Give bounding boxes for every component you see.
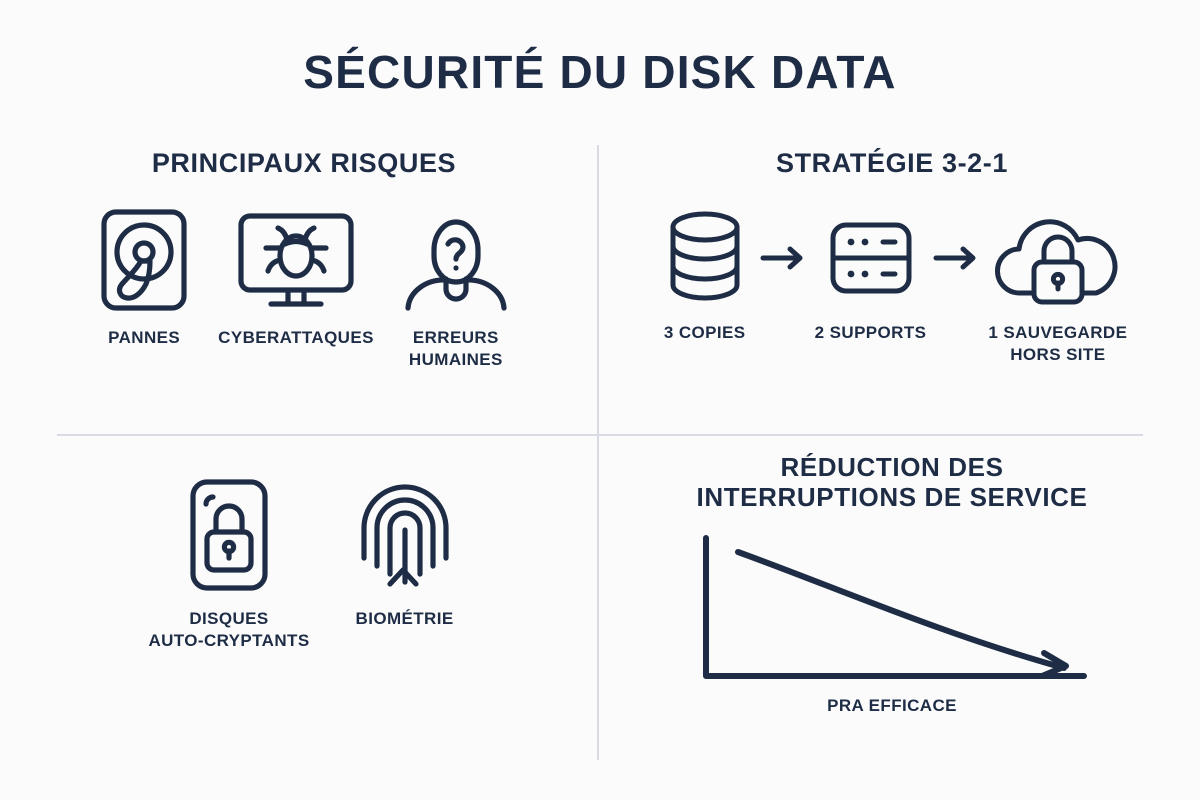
strategy-item-offsite: 1 SAUVEGARDE HORS SITE (988, 205, 1127, 366)
chart-x-axis-label: PRA EFFICACE (827, 696, 957, 716)
protection-item-biometrics: BIOMÉTRIE (350, 474, 460, 630)
risks-heading: PRINCIPAUX RISQUES (151, 148, 457, 178)
arrow-right-icon (753, 205, 815, 310)
chart-plot-area (703, 535, 1087, 680)
strategy-icon-row: 3 COPIES (618, 205, 1166, 366)
risk-item-pannes: PANNES (96, 205, 192, 349)
protection-icon-row: DISQUES AUTO-CRYPTANTS BIOMÉTRIE (30, 474, 578, 652)
encrypted-drive-icon (177, 474, 281, 596)
chart-arrow-head (1039, 650, 1069, 680)
quadrant-downtime: RÉDUCTION DES INTERRUPTIONS DE SERVICE P… (618, 452, 1166, 752)
protection-label: DISQUES AUTO-CRYPTANTS (148, 609, 310, 651)
risk-item-erreurs-humaines: ERREURS HUMAINES (400, 205, 512, 371)
risk-label: PANNES (108, 328, 181, 348)
strategy-item-copies: 3 COPIES (657, 205, 753, 344)
risk-label: ERREURS HUMAINES (408, 328, 503, 370)
risk-item-cyberattaques: CYBERATTAQUES (218, 205, 374, 349)
quadrant-protection: DISQUES AUTO-CRYPTANTS BIOMÉTRIE (30, 452, 578, 752)
risk-label: CYBERATTAQUES (218, 328, 374, 348)
protection-label: BIOMÉTRIE (355, 609, 454, 628)
horizontal-divider (57, 434, 1143, 436)
quadrant-strategy: STRATÉGIE 3-2-1 3 COPIES (618, 148, 1166, 420)
strategy-heading: STRATÉGIE 3-2-1 (775, 148, 1009, 178)
downtime-heading-line-2: INTERRUPTIONS DE SERVICE (696, 482, 1088, 513)
arrow-right-icon (926, 205, 988, 310)
cloud-lock-icon (990, 205, 1126, 310)
page-title: SÉCURITÉ DU DISK DATA (303, 46, 897, 98)
strategy-label: 3 COPIES (663, 323, 746, 343)
strategy-item-supports: 2 SUPPORTS (815, 205, 927, 344)
database-icon (657, 205, 753, 310)
vertical-divider (597, 145, 599, 760)
chart-axes (703, 535, 1087, 680)
strategy-label: 1 SAUVEGARDE HORS SITE (988, 323, 1128, 365)
fingerprint-icon (350, 474, 460, 596)
quadrant-risks: PRINCIPAUX RISQUES PANNES (30, 148, 578, 420)
chart-decay-curve (735, 549, 1067, 672)
strategy-label: 2 SUPPORTS (814, 323, 927, 343)
downtime-chart: PRA EFFICACE (618, 530, 1166, 716)
person-question-icon (400, 205, 512, 315)
monitor-bug-icon (233, 205, 359, 315)
hard-drive-icon (96, 205, 192, 315)
downtime-heading-line-1: RÉDUCTION DES (780, 452, 1004, 482)
server-rack-icon (823, 205, 919, 310)
risks-icon-row: PANNES CYBERATTAQUES (30, 205, 578, 371)
protection-item-self-encrypting-drives: DISQUES AUTO-CRYPTANTS (148, 474, 309, 652)
